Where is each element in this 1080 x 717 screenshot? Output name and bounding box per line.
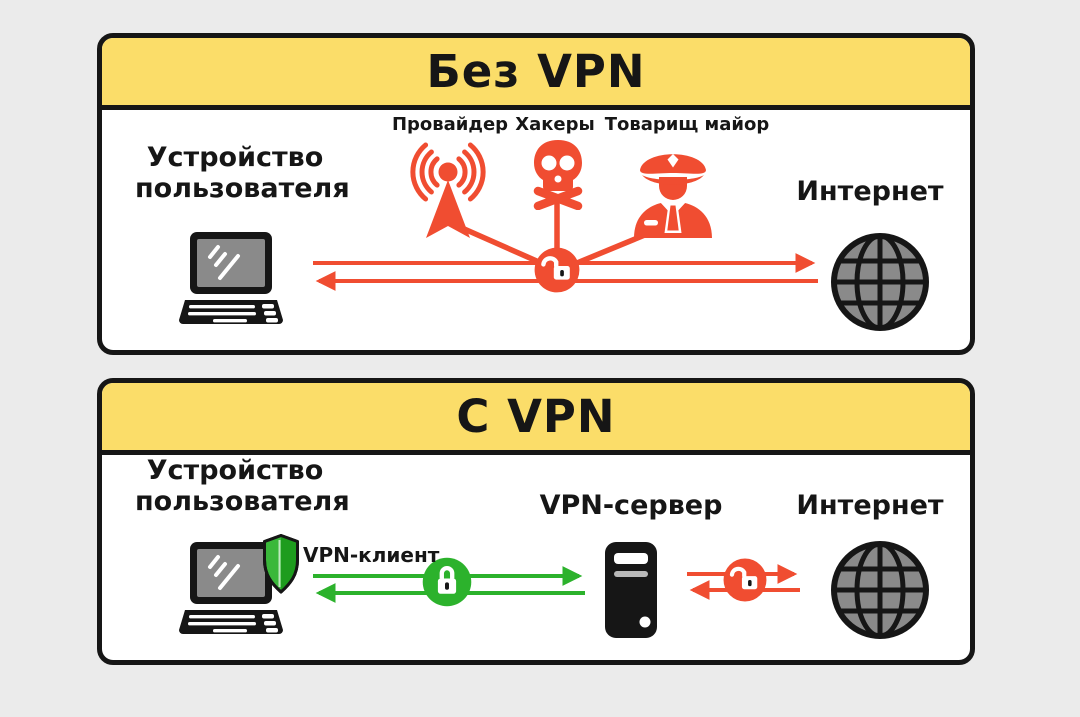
threat-label-major: Товарищ майор [604,114,770,135]
vpn-client-label: VPN-клиент [303,543,440,567]
no-vpn-connections-svg [313,201,818,350]
vpn-connections-svg [313,383,800,660]
threat-label-provider: Провайдер [391,114,509,135]
panel-no-vpn-title: Без VPN [102,38,970,110]
device-label-line2: пользователя [135,173,350,205]
police-officer-icon [634,154,712,238]
laptop-icon [179,542,283,634]
device-label-line2: пользователя [135,486,350,518]
device-label-line1: Устройство [146,455,324,486]
panel-vpn: С VPN Устройство [97,378,975,665]
open-lock-badge [535,248,580,293]
open-lock-badge-exit [724,559,767,602]
laptop-icon [179,232,283,324]
vpn-server-label: VPN-сервер [539,490,723,521]
internet-label: Интернет [796,176,944,207]
shield-icon [263,534,299,594]
globe-icon [831,233,929,331]
device-label: Устройство пользователя [135,142,350,205]
panel-no-vpn: Без VPN [97,33,975,355]
skull-crossbones-icon [533,140,583,210]
device-label: Устройство пользователя [135,455,350,518]
broadcast-tower-icon [410,142,486,238]
threat-label-hackers: Хакеры [515,114,595,135]
server-icon [605,542,657,638]
panel-vpn-title: С VPN [102,383,970,455]
internet-label: Интернет [796,490,944,521]
device-label-line1: Устройство [146,142,324,173]
globe-icon [831,541,929,639]
